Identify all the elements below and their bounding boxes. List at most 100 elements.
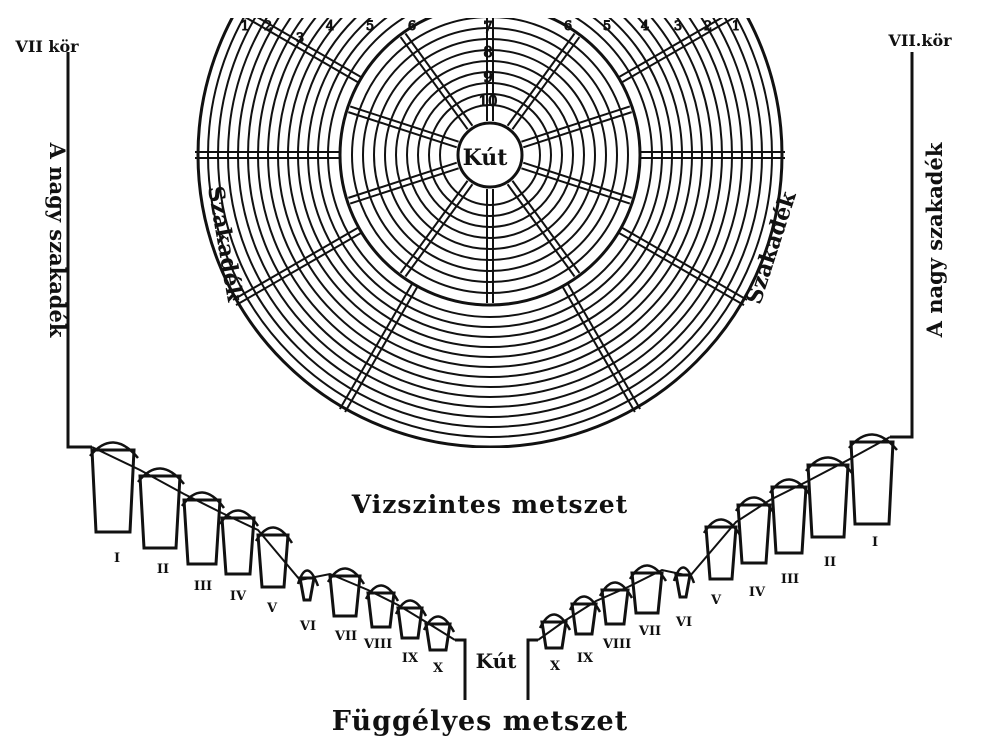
terrace-bridge	[805, 456, 853, 474]
inner-bridge	[404, 32, 474, 127]
outer-ring	[247, 18, 733, 398]
outer-ring	[257, 18, 723, 388]
ring-number-center: 10	[478, 92, 497, 110]
ring-number: 2	[264, 19, 272, 34]
terrace-bridge	[538, 613, 572, 631]
outer-bridge	[344, 285, 419, 413]
outer-bridge	[617, 18, 724, 79]
outer-ring	[227, 18, 753, 418]
terrace-bridge	[702, 518, 742, 536]
inner-bridge	[511, 36, 581, 130]
terrace-wall	[220, 516, 256, 576]
terrace-wall	[540, 620, 568, 650]
ring-number: 4	[641, 19, 649, 34]
inner-ring	[384, 49, 596, 261]
outer-ring	[297, 18, 683, 348]
bottom-well-label: Kút	[476, 649, 517, 673]
terrace-bridge	[422, 615, 456, 633]
ring-number-center: 8	[483, 43, 493, 61]
terrace-bridge	[137, 467, 185, 485]
terrace-wall	[90, 448, 136, 534]
left-abyss-label: A nagy szakadék	[45, 142, 70, 338]
inner-bridge	[348, 161, 458, 199]
well-circle	[456, 121, 524, 189]
terrace-label: V	[266, 601, 278, 616]
left-side-label: Szakadék	[202, 184, 248, 304]
outer-bridge	[620, 226, 748, 301]
outer-ring	[217, 18, 763, 428]
ring-number: 3	[296, 31, 304, 46]
ring-number: 5	[603, 19, 611, 34]
inner-bridge	[349, 105, 459, 143]
outer-ring	[267, 18, 713, 378]
ring-number: 6	[564, 19, 572, 34]
inner-bridge	[511, 180, 581, 274]
terrace-wall	[806, 463, 850, 539]
outer-bridge	[235, 231, 363, 306]
inner-bridge	[521, 105, 631, 143]
outer-ring	[277, 18, 703, 368]
terrace-bridge	[218, 509, 260, 527]
outer-ring	[317, 18, 663, 328]
right-abyss-wall	[890, 52, 914, 439]
outer-bridge	[339, 282, 414, 410]
terrace-label: III	[194, 579, 212, 594]
horizontal-section-title: Vizszintes metszet	[351, 490, 628, 519]
terrace-wall	[424, 622, 452, 652]
inner-ring	[373, 38, 607, 272]
left-abyss-wall	[66, 52, 92, 449]
terrace-label: IX	[402, 651, 419, 666]
terrace-label: VIII	[363, 637, 392, 652]
terrace-label: X	[550, 659, 561, 674]
outer-ring	[327, 18, 653, 318]
terrace-wall	[256, 533, 290, 589]
terrace-wall	[298, 576, 316, 602]
terrace-bridge	[254, 526, 294, 544]
terrace-bridge	[672, 566, 696, 584]
terrace-bridge	[568, 595, 602, 613]
terrace-bridge	[180, 491, 226, 509]
inner-ring	[439, 104, 541, 206]
terrace-bridge	[628, 564, 668, 582]
ring-number: 2	[704, 19, 712, 34]
inner-ring	[351, 18, 629, 294]
terrace-bridge	[326, 567, 366, 585]
terrace-label: III	[781, 572, 799, 587]
inner-bridge	[399, 36, 469, 130]
inner-band	[338, 18, 642, 307]
terrace-label: II	[157, 562, 169, 577]
terrace-wall	[600, 588, 630, 626]
terrace-bridge	[364, 584, 400, 602]
terrace-label: VII	[334, 629, 357, 644]
ring-number: 6	[408, 19, 416, 34]
terrace-label: VIII	[602, 637, 631, 652]
inner-bridge	[521, 167, 631, 205]
terrace-wall	[138, 474, 182, 550]
terrace-label: IV	[230, 589, 247, 604]
ring-number: 5	[366, 19, 374, 34]
terrace-wall	[674, 573, 692, 599]
ring-number-center: 7	[483, 18, 493, 36]
right-slope-line	[537, 436, 891, 641]
inner-bridge	[506, 32, 576, 127]
terrace-bridge	[394, 599, 428, 617]
central-shaft	[455, 638, 538, 700]
terrace-label: IV	[749, 585, 766, 600]
inner-ring	[395, 60, 585, 250]
terrace-bridge	[848, 433, 898, 451]
inner-bridge	[404, 183, 474, 278]
terrace-label: VII	[638, 624, 661, 639]
terrace-bridge	[89, 441, 139, 459]
left-slope-line	[91, 446, 456, 641]
inner-bridge	[506, 183, 576, 278]
outer-ring	[287, 18, 693, 358]
ring-number: 1	[732, 19, 740, 34]
inner-ring	[406, 71, 574, 239]
outer-bridge	[620, 18, 736, 84]
ring-number: 4	[326, 19, 334, 34]
ring-number-center: 9	[483, 68, 493, 86]
